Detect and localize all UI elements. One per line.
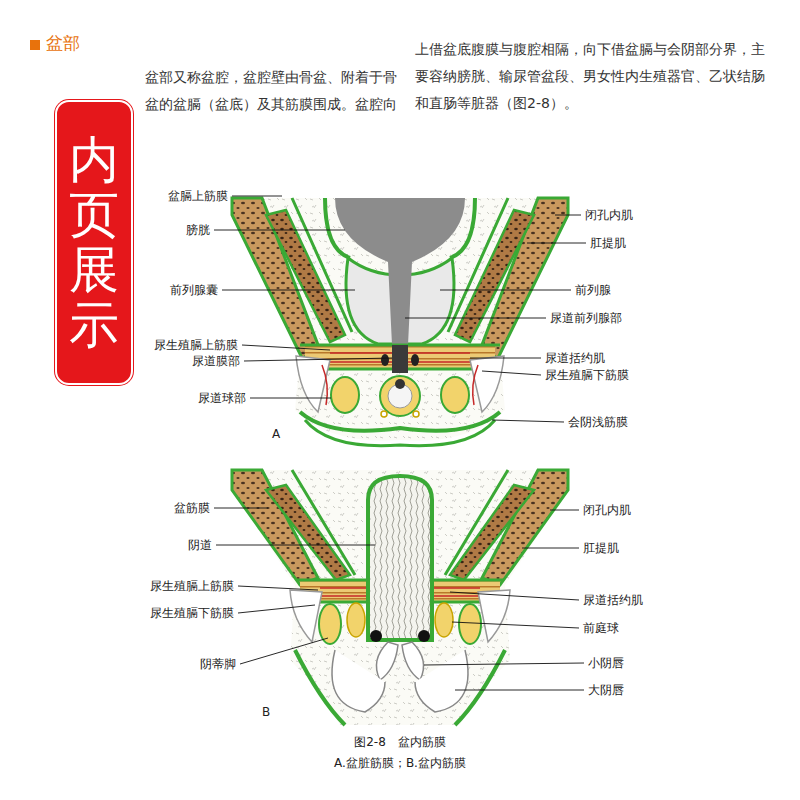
- leader-lines-part: [482, 371, 541, 375]
- panel-b-part: [319, 604, 341, 644]
- leader-lines-part: [244, 358, 392, 361]
- leader-lines-part: [527, 243, 586, 244]
- part-label: 尿生殖膈上筋膜: [154, 337, 238, 353]
- leader-lines-part: [452, 622, 579, 628]
- panel-a-part: [381, 411, 387, 417]
- panel-b-part: [478, 590, 510, 642]
- panel-a-part: [411, 354, 419, 366]
- panel-b: [232, 470, 568, 725]
- part-label: 尿生殖膈下筋膜: [545, 367, 629, 383]
- leader-lines-part: [238, 605, 315, 613]
- leader-lines-part: [455, 690, 584, 691]
- part-label: 前列腺囊: [170, 282, 218, 298]
- panel-a-part: [331, 377, 359, 413]
- panel-b-part: [418, 630, 430, 642]
- leader-lines-part: [522, 548, 579, 549]
- body-paragraph: 上借盆底腹膜与腹腔相隔，向下借盆膈与会阴部分界，主要容纳膀胱、输尿管盆段、男女性…: [415, 36, 773, 117]
- figure-caption: 图2-8 盆内筋膜: [354, 734, 446, 750]
- part-label: 盆膈上筋膜: [168, 188, 228, 204]
- leader-lines-part: [440, 290, 571, 291]
- part-label: 尿生殖膈下筋膜: [150, 605, 234, 621]
- panel-letter: B: [262, 704, 270, 720]
- panel-b-part: [435, 603, 453, 637]
- part-label: 前列腺: [575, 282, 611, 298]
- panel-b-part: [370, 630, 382, 642]
- panel-letter: A: [272, 426, 280, 442]
- part-label: 尿道括约肌: [545, 350, 605, 366]
- part-label: 尿道括约肌: [583, 592, 643, 608]
- leader-lines-part: [232, 196, 282, 197]
- panel-a-part: [395, 379, 405, 389]
- panel-b-part: [376, 642, 398, 680]
- part-label: 阴蒂脚: [200, 656, 236, 672]
- heading: 盆部: [46, 32, 80, 54]
- part-label: 闭孔内肌: [583, 502, 631, 518]
- part-label: 尿道前列腺部: [550, 310, 622, 326]
- panel-b-part: [347, 603, 365, 637]
- leader-lines-part: [450, 592, 579, 600]
- part-label: 尿道膜部: [192, 353, 240, 369]
- panel-a-part: [380, 376, 420, 416]
- leader-lines-part: [216, 545, 375, 546]
- panel-a-part: [392, 345, 408, 373]
- panel-b-part: [368, 476, 432, 640]
- leader-lines: [214, 196, 586, 690]
- leader-lines-part: [470, 358, 541, 359]
- leader-lines-part: [238, 586, 318, 590]
- leader-lines-part: [555, 215, 581, 216]
- part-label: 肛提肌: [583, 540, 619, 556]
- badge: 内页展示: [55, 100, 133, 385]
- part-label: A.盆脏筋膜；B.盆内筋膜: [334, 755, 466, 771]
- panel-b-part: [415, 650, 468, 712]
- panel-b-part: [290, 590, 322, 642]
- body-paragraph: 盆部又称盆腔，盆腔壁由骨盆、附着于骨盆的盆膈（盆底）及其筋膜围成。盆腔向: [145, 64, 410, 118]
- panel-b-part: [332, 650, 385, 712]
- panel-a-part: [441, 377, 469, 413]
- part-label: 尿生殖膈上筋膜: [150, 578, 234, 594]
- part-label: 阴道: [188, 537, 212, 553]
- part-label: 大阴唇: [588, 682, 624, 698]
- leader-lines-part: [214, 230, 345, 231]
- part-label: 盆筋膜: [174, 500, 210, 516]
- panel-b-part: [295, 650, 505, 725]
- panel-a-part: [300, 412, 500, 431]
- leader-lines-part: [214, 508, 268, 509]
- badge-text: 内页展示: [69, 133, 119, 353]
- panel-a-part: [335, 198, 465, 345]
- part-label: 闭孔内肌: [585, 207, 633, 223]
- part-label: 会阴浅筋膜: [568, 414, 628, 430]
- panel-a-part: [381, 354, 389, 366]
- leader-lines-part: [222, 290, 355, 291]
- panel-a-part: [470, 356, 504, 412]
- panel-b-part: [402, 642, 424, 680]
- heading-marker: [30, 40, 40, 50]
- part-label: 小阴唇: [588, 655, 624, 671]
- leader-lines-part: [492, 420, 564, 422]
- leader-lines-part: [250, 398, 331, 399]
- part-label: 前庭球: [583, 620, 619, 636]
- panel-a-part: [296, 356, 330, 412]
- leader-lines-part: [550, 510, 579, 511]
- panel-b-part: [232, 470, 568, 725]
- part-label: 尿道球部: [198, 390, 246, 406]
- leader-lines-part: [405, 318, 546, 319]
- part-label: 肛提肌: [590, 235, 626, 251]
- part-label: 膀胱: [186, 222, 210, 238]
- panel-a: [232, 198, 568, 446]
- leader-lines-part: [242, 345, 330, 350]
- panel-a-part: [305, 420, 495, 446]
- panel-b-part: [459, 604, 481, 644]
- panel-a-part: [413, 411, 419, 417]
- leader-lines-part: [240, 638, 328, 664]
- leader-lines-part: [424, 663, 584, 665]
- panel-a-part: [232, 198, 568, 441]
